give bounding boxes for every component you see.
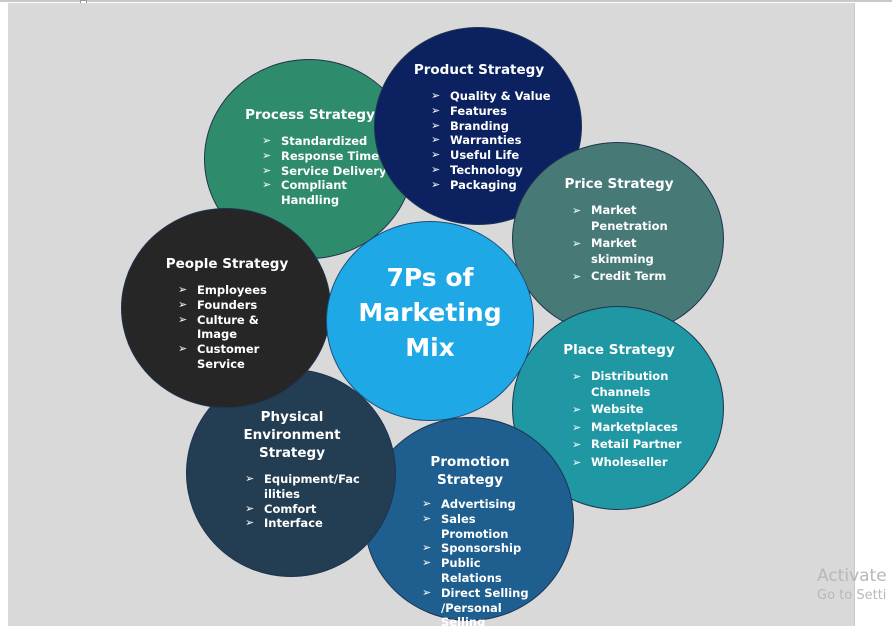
list-item: ➢Service Delivery bbox=[262, 163, 387, 178]
arrow-bullet-icon: ➢ bbox=[572, 204, 582, 217]
list-item: ➢Warranties bbox=[431, 133, 522, 148]
list-item: ➢Distribution Channels bbox=[572, 369, 669, 399]
arrow-bullet-icon: ➢ bbox=[245, 516, 255, 530]
arrow-bullet-icon: ➢ bbox=[245, 472, 255, 485]
arrow-bullet-icon: ➢ bbox=[422, 556, 432, 570]
arrow-bullet-icon: ➢ bbox=[431, 133, 441, 147]
people-strategy-list: ➢Employees ➢Founders ➢Culture & Image ➢C… bbox=[178, 283, 300, 372]
list-item: ➢Branding bbox=[431, 118, 509, 133]
list-item: ➢Direct Selling /Personal Selling bbox=[422, 585, 529, 626]
arrow-bullet-icon: ➢ bbox=[422, 541, 432, 555]
arrow-bullet-icon: ➢ bbox=[262, 163, 272, 177]
arrow-bullet-icon: ➢ bbox=[245, 501, 255, 515]
list-item: ➢Marketplaces bbox=[572, 419, 678, 434]
arrow-bullet-icon: ➢ bbox=[178, 312, 188, 326]
list-item: ➢Credit Term bbox=[572, 269, 667, 283]
process-strategy-list: ➢Standardized ➢Response Time ➢Service De… bbox=[262, 134, 402, 208]
process-strategy-title: Process Strategy bbox=[245, 107, 375, 123]
arrow-bullet-icon: ➢ bbox=[572, 403, 582, 416]
arrow-bullet-icon: ➢ bbox=[431, 103, 441, 117]
list-item: ➢Features bbox=[431, 103, 507, 118]
list-item: ➢Interface bbox=[245, 516, 323, 531]
list-item: ➢Market skimming bbox=[572, 236, 654, 266]
activation-watermark: Activate Go to Setti bbox=[817, 565, 887, 605]
arrow-bullet-icon: ➢ bbox=[572, 270, 582, 283]
top-rule bbox=[0, 0, 892, 2]
diagram-canvas: Process Strategy ➢Standardized ➢Response… bbox=[8, 3, 854, 626]
list-item: ➢Packaging bbox=[431, 177, 517, 192]
list-item: ➢Sales Promotion bbox=[422, 511, 509, 541]
arrow-bullet-icon: ➢ bbox=[572, 455, 582, 469]
list-item: ➢Technology bbox=[431, 162, 523, 177]
watermark-line-1: Activate bbox=[817, 566, 887, 586]
arrow-bullet-icon: ➢ bbox=[262, 148, 272, 162]
list-item: ➢Wholeseller bbox=[572, 454, 668, 469]
arrow-bullet-icon: ➢ bbox=[572, 438, 582, 451]
list-item: ➢Employees bbox=[178, 283, 267, 297]
list-item: ➢Culture & Image bbox=[178, 312, 259, 342]
list-item: ➢Response Time bbox=[262, 148, 380, 163]
list-item: ➢Comfort bbox=[245, 501, 317, 516]
arrow-bullet-icon: ➢ bbox=[422, 497, 432, 510]
arrow-bullet-icon: ➢ bbox=[431, 118, 441, 132]
promotion-strategy-title: Promotion Strategy bbox=[430, 454, 510, 488]
list-item: ➢Standardized bbox=[262, 134, 368, 148]
promotion-strategy-circle: Promotion Strategy ➢Advertising ➢Sales P… bbox=[364, 417, 574, 626]
center-circle: 7Ps of Marketing Mix bbox=[326, 221, 534, 421]
arrow-bullet-icon: ➢ bbox=[422, 585, 432, 599]
arrow-bullet-icon: ➢ bbox=[572, 420, 582, 434]
arrow-bullet-icon: ➢ bbox=[431, 148, 441, 162]
list-item: ➢Website bbox=[572, 402, 644, 416]
list-item: ➢Retail Partner bbox=[572, 437, 682, 451]
place-strategy-list: ➢Distribution Channels ➢Website ➢Marketp… bbox=[572, 369, 692, 470]
people-strategy-circle: People Strategy ➢Employees ➢Founders ➢Cu… bbox=[121, 208, 331, 408]
watermark-line-2: Go to Setti bbox=[817, 588, 887, 603]
physical-environment-strategy-circle: Physical Environment Strategy ➢Equipment… bbox=[186, 369, 396, 577]
arrow-bullet-icon: ➢ bbox=[422, 511, 432, 525]
list-item: ➢Quality & Value bbox=[431, 89, 551, 103]
arrow-bullet-icon: ➢ bbox=[178, 342, 188, 356]
arrow-bullet-icon: ➢ bbox=[178, 283, 188, 296]
people-strategy-title: People Strategy bbox=[165, 256, 289, 272]
price-strategy-circle: Price Strategy ➢Market Penetration ➢Mark… bbox=[512, 142, 724, 336]
list-item: ➢Public Relations bbox=[422, 556, 502, 585]
list-item: ➢Market Penetration bbox=[572, 203, 668, 233]
physical-environment-strategy-title: Physical Environment Strategy bbox=[243, 409, 341, 461]
product-strategy-list: ➢Quality & Value ➢Features ➢Branding ➢Wa… bbox=[431, 89, 571, 193]
list-item: ➢Useful Life bbox=[431, 148, 520, 163]
physical-environment-strategy-list: ➢Equipment/Facilities ➢Comfort ➢Interfac… bbox=[245, 472, 363, 531]
arrow-bullet-icon: ➢ bbox=[572, 237, 582, 250]
product-strategy-title: Product Strategy bbox=[413, 62, 545, 78]
list-item: ➢Advertising bbox=[422, 497, 516, 511]
list-item: ➢Customer Service bbox=[178, 342, 260, 371]
price-strategy-list: ➢Market Penetration ➢Market skimming ➢Cr… bbox=[572, 203, 672, 285]
list-item: ➢Equipment/Facilities bbox=[245, 472, 360, 501]
list-item: ➢Founders bbox=[178, 297, 258, 312]
arrow-bullet-icon: ➢ bbox=[431, 177, 441, 191]
arrow-bullet-icon: ➢ bbox=[262, 134, 272, 147]
right-margin bbox=[854, 3, 892, 626]
list-item: ➢Compliant Handling bbox=[262, 178, 347, 208]
arrow-bullet-icon: ➢ bbox=[178, 297, 188, 311]
arrow-bullet-icon: ➢ bbox=[431, 89, 441, 102]
list-item: ➢Sponsorship bbox=[422, 541, 522, 556]
arrow-bullet-icon: ➢ bbox=[431, 162, 441, 176]
place-strategy-title: Place Strategy bbox=[563, 342, 675, 358]
promotion-strategy-list: ➢Advertising ➢Sales Promotion ➢Sponsorsh… bbox=[422, 497, 542, 626]
price-strategy-title: Price Strategy bbox=[564, 176, 674, 192]
arrow-bullet-icon: ➢ bbox=[262, 178, 272, 192]
canvas-edge bbox=[854, 3, 855, 626]
arrow-bullet-icon: ➢ bbox=[572, 370, 582, 383]
center-title: 7Ps of Marketing Mix bbox=[358, 263, 502, 362]
